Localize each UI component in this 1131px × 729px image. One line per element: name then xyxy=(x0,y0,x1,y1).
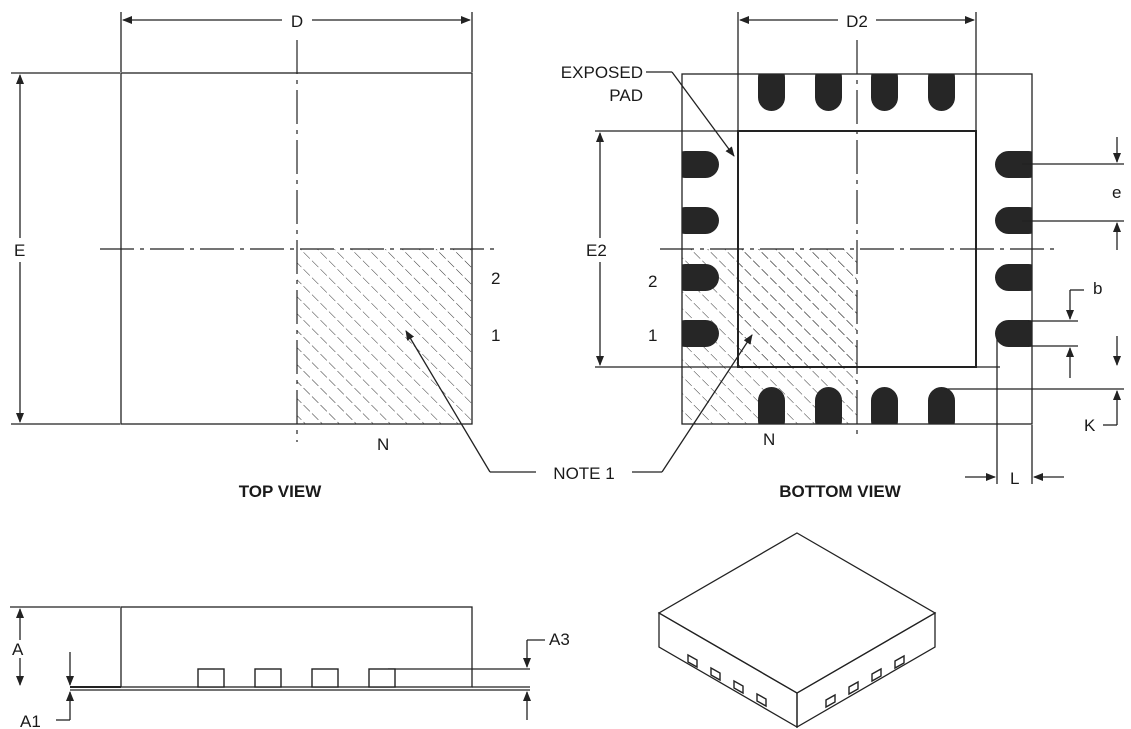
iso-right-face xyxy=(796,611,936,729)
iso-terminal xyxy=(848,680,859,696)
dim-e2-label: E2 xyxy=(586,241,607,260)
pin xyxy=(928,74,955,111)
iso-terminal xyxy=(871,667,882,683)
side-view-terminal xyxy=(254,668,282,688)
note-1: NOTE 1 xyxy=(405,330,753,483)
top-view-pin1-label: 1 xyxy=(491,326,500,345)
pin xyxy=(815,74,842,111)
top-view: D E 2 1 N TOP VIEW xyxy=(11,12,500,501)
side-view-terminal xyxy=(197,668,225,688)
exposed-pad-label-line2: PAD xyxy=(609,86,643,105)
bottom-view: D2 E2 EXPOSED PAD e b K xyxy=(561,12,1124,501)
iso-terminal xyxy=(687,653,698,669)
bottom-view-pin2-label: 2 xyxy=(648,272,657,291)
pin xyxy=(682,151,719,178)
dim-d-label: D xyxy=(291,12,303,31)
pin xyxy=(682,264,719,291)
dim-a-label: A xyxy=(12,640,24,659)
top-view-n-label: N xyxy=(377,435,389,454)
top-view-pin1-hatch xyxy=(297,249,472,424)
iso-terminal xyxy=(756,692,767,708)
side-view-terminal xyxy=(368,668,396,688)
dim-pitch-label: e xyxy=(1112,183,1121,202)
pin xyxy=(682,320,719,347)
exposed-pad-leader xyxy=(671,71,735,157)
pin xyxy=(995,151,1032,178)
note-1-leader-right xyxy=(661,334,753,473)
dim-e-label: E xyxy=(14,241,25,260)
note-1-label: NOTE 1 xyxy=(553,464,614,483)
bottom-view-n-label: N xyxy=(763,430,775,449)
dim-a3-label: A3 xyxy=(549,630,570,649)
pin xyxy=(928,387,955,424)
top-view-caption: TOP VIEW xyxy=(239,482,322,501)
pin xyxy=(871,74,898,111)
side-view: A A1 A3 xyxy=(10,606,570,729)
dim-k-label: K xyxy=(1084,416,1096,435)
bottom-view-caption: BOTTOM VIEW xyxy=(779,482,901,501)
pin xyxy=(871,387,898,424)
side-view-body xyxy=(120,606,473,688)
dim-a1-label: A1 xyxy=(20,712,41,729)
dim-l-label: L xyxy=(1010,469,1019,488)
pin xyxy=(995,320,1032,347)
pins xyxy=(682,74,1032,424)
iso-left-face xyxy=(658,611,798,729)
iso-terminal xyxy=(710,666,721,682)
pin xyxy=(995,207,1032,234)
iso-top-face xyxy=(657,532,937,694)
dim-d2-label: D2 xyxy=(846,12,868,31)
note-1-leader-left xyxy=(405,330,491,473)
exposed-pad-label-line1: EXPOSED xyxy=(561,63,643,82)
pin xyxy=(995,264,1032,291)
iso-terminal xyxy=(825,693,836,709)
pin xyxy=(758,387,785,424)
pin xyxy=(758,74,785,111)
exposed-pad-hatch xyxy=(739,249,857,366)
pin xyxy=(815,387,842,424)
bottom-view-pin1-label: 1 xyxy=(648,326,657,345)
isometric-view xyxy=(657,532,937,729)
side-view-terminal xyxy=(311,668,339,688)
pin xyxy=(682,207,719,234)
top-view-pin2-label: 2 xyxy=(491,269,500,288)
iso-terminal xyxy=(733,679,744,695)
iso-terminal xyxy=(894,654,905,670)
dim-b-label: b xyxy=(1093,279,1102,298)
